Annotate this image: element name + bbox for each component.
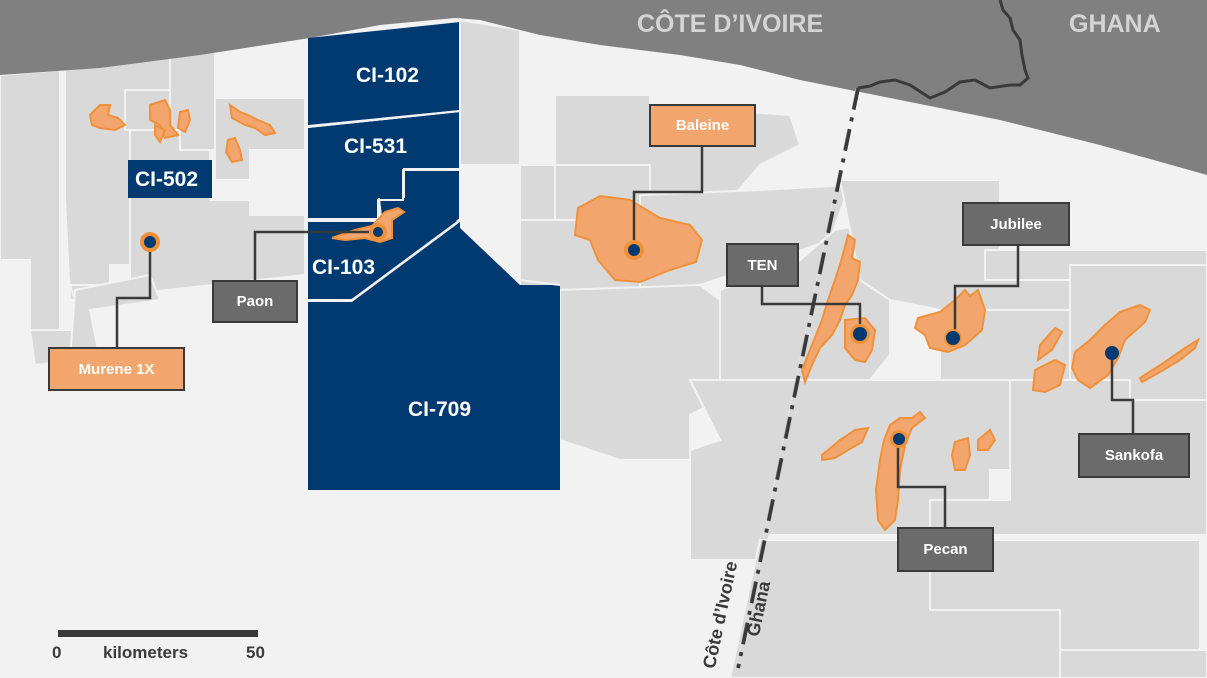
maritime-border-line (736, 87, 860, 669)
country-label-cote-divoire: CÔTE D’IVOIRE (637, 10, 824, 38)
operated-blocks (128, 22, 560, 490)
land-border (857, 0, 1030, 100)
well-markers (140, 223, 1119, 448)
block-label-ci502[interactable]: CI-502 (135, 168, 199, 191)
scale-bar (58, 630, 258, 637)
land-mass (0, 0, 1207, 175)
field-label-baleine[interactable]: Baleine (649, 104, 756, 147)
field-label-ten[interactable]: TEN (726, 243, 799, 287)
block-label-ci531[interactable]: CI-531 (344, 135, 408, 158)
block-label-ci103[interactable]: CI-103 (312, 256, 376, 279)
block-ci102-shape (308, 22, 460, 125)
scale-end: 50 (246, 643, 265, 662)
scale-start: 0 (52, 643, 62, 662)
block-label-ci709[interactable]: CI-709 (408, 398, 472, 421)
discoveries (88, 98, 1200, 532)
scale-unit: kilometers (103, 643, 189, 662)
field-label-jubilee[interactable]: Jubilee (962, 202, 1070, 246)
block-label-ci102[interactable]: CI-102 (356, 64, 420, 87)
block-ci502-shape (128, 160, 212, 198)
field-label-paon[interactable]: Paon (212, 280, 298, 323)
country-label-ghana: GHANA (1069, 10, 1161, 38)
connector-lines (115, 146, 1135, 528)
field-label-murene-1x[interactable]: Murene 1X (48, 347, 185, 391)
field-label-pecan[interactable]: Pecan (897, 527, 994, 572)
field-label-sankofa[interactable]: Sankofa (1078, 433, 1190, 478)
